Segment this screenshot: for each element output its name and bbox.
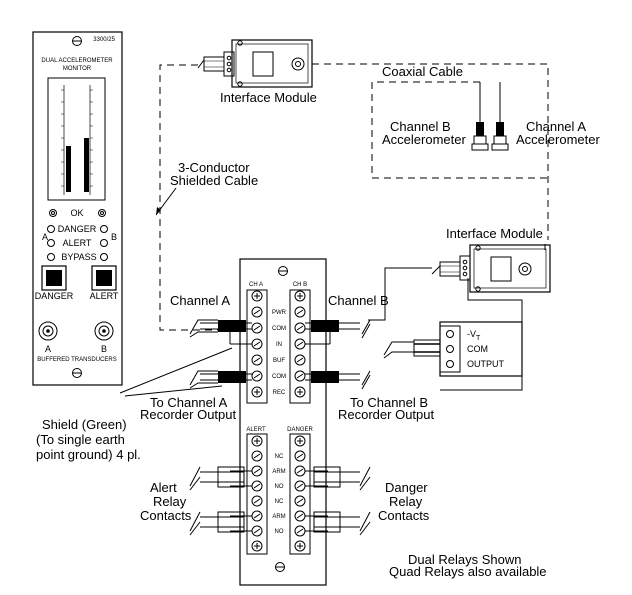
row-buf: BUF <box>273 358 285 364</box>
module-screw-icon <box>291 57 305 71</box>
monitor-model: 3300/25 <box>93 37 115 43</box>
interface-module-top <box>197 39 313 88</box>
row-com-1: COM <box>272 326 286 332</box>
panel-top-screw-icon <box>72 36 82 46</box>
danger-relay-cable-1 <box>305 466 371 491</box>
led-alert-a-icon <box>47 239 55 247</box>
alert-button-label: ALERT <box>90 291 119 301</box>
three-conductor-label-2: Shielded Cable <box>170 173 258 188</box>
monitor-panel: 3300/25 DUAL ACCELEROMETER MONITOR OK DA… <box>32 31 123 386</box>
channel-b-accel-label-2: Accelerometer <box>382 132 466 147</box>
shield-label-2: (To single earth <box>36 432 125 447</box>
row-pwr: PWR <box>272 310 287 316</box>
bargraph-a-fill <box>66 146 71 192</box>
alert-relay-cable-2 <box>189 511 252 536</box>
coaxial-cable-label: Coaxial Cable <box>382 64 463 79</box>
quad-relays-note: Quad Relays also available <box>389 564 547 579</box>
vt-minus-label: -VT <box>467 329 481 342</box>
relay-row-arm-1: ARM <box>272 469 285 475</box>
output-label: OUTPUT <box>467 359 505 369</box>
channel-a-accel-label-1: Channel A <box>526 119 586 134</box>
row-rec: REC <box>273 390 286 396</box>
channel-a-accel-label-2: Accelerometer <box>516 132 600 147</box>
bargraph-display <box>47 77 106 201</box>
interface-module-top-label: Interface Module <box>220 90 317 105</box>
block-top-screw-icon <box>278 266 288 276</box>
interface-module-right-label: Interface Module <box>446 226 543 241</box>
com-label: COM <box>467 344 488 354</box>
alert-relay-label-2: Relay <box>153 494 187 509</box>
alert-relay-label-1: Alert <box>150 480 177 495</box>
danger-button-label: DANGER <box>35 291 74 301</box>
relay-row-no-2: NO <box>275 529 284 535</box>
alert-button[interactable] <box>91 265 117 291</box>
alert-relay-label-3: Contacts <box>140 508 192 523</box>
danger-relay-label-2: Relay <box>389 494 423 509</box>
accelerometer-a-icon <box>491 82 509 151</box>
ch-b-header: CH B <box>293 282 307 288</box>
terminal-block <box>239 258 327 586</box>
connector-b-label: B <box>101 344 107 354</box>
channel-terminals <box>251 290 306 398</box>
relay-row-no-1: NO <box>275 484 284 490</box>
led-ok-label: OK <box>70 208 83 218</box>
relay-row-nc-1: NC <box>275 454 284 460</box>
led-side-a: A <box>42 232 48 242</box>
channel-b-accel-label-1: Channel B <box>390 119 451 134</box>
monitor-title-line2: MONITOR <box>63 66 92 72</box>
three-conductor-label-1: 3-Conductor <box>178 160 250 175</box>
led-bypass-label: BYPASS <box>61 252 96 262</box>
danger-relay-label-3: Contacts <box>378 508 430 523</box>
shield-label-1: Shield (Green) <box>42 417 127 432</box>
shield-label-3: point ground) 4 pl. <box>36 447 141 462</box>
row-in: IN <box>276 342 282 348</box>
ch-a-header: CH A <box>249 282 263 288</box>
panel-bottom-screw-icon <box>72 368 82 378</box>
channel-b-recorder-cable <box>305 370 371 390</box>
danger-relay-label-1: Danger <box>385 480 428 495</box>
led-danger-b-icon <box>100 225 108 233</box>
led-alert-label: ALERT <box>63 238 92 248</box>
row-com-2: COM <box>272 374 286 380</box>
block-bottom-screw-icon <box>275 562 285 572</box>
led-alert-b-icon <box>100 239 108 247</box>
danger-header: DANGER <box>287 427 313 433</box>
dual-relays-note: Dual Relays Shown <box>408 552 521 567</box>
danger-relay-cable-2 <box>305 511 371 536</box>
channel-b-label: Channel B <box>328 293 389 308</box>
led-ok-a-icon <box>49 209 57 217</box>
bargraph-b-fill <box>84 138 89 192</box>
led-bypass-icon <box>47 253 55 261</box>
channel-b-cable <box>305 319 371 345</box>
led-danger-label: DANGER <box>58 224 97 234</box>
to-ch-a-label-2: Recorder Output <box>140 407 236 422</box>
bnc-connector-a-icon <box>38 321 58 341</box>
channel-a-recorder-cable <box>189 370 252 389</box>
to-ch-b-label-1: To Channel B <box>350 395 428 410</box>
coaxial-cable-top <box>312 63 549 240</box>
led-side-b: B <box>111 232 117 242</box>
channel-a-cable <box>189 319 252 345</box>
relay-row-arm-2: ARM <box>272 514 285 520</box>
led-danger-a-icon <box>47 225 55 233</box>
danger-button[interactable] <box>41 265 67 291</box>
led-ok-b-icon <box>98 209 106 217</box>
output-terminal-box <box>383 321 523 377</box>
three-conductor-cable <box>159 64 218 331</box>
bnc-connector-b-icon <box>94 321 114 341</box>
connector-a-label: A <box>45 344 51 354</box>
alert-relay-cable-1 <box>189 466 252 491</box>
alert-header: ALERT <box>246 427 266 433</box>
to-ch-b-label-2: Recorder Output <box>338 407 434 422</box>
buffered-transducers-label: BUFFERED TRANSDUCERS <box>37 357 117 363</box>
channel-a-label: Channel A <box>170 293 230 308</box>
monitor-title-line1: DUAL ACCELEROMETER <box>41 58 113 64</box>
relay-row-nc-2: NC <box>275 499 284 505</box>
interface-module-right <box>431 244 551 293</box>
accelerometer-b-icon <box>471 82 489 151</box>
to-ch-a-label-1: To Channel A <box>150 395 228 410</box>
